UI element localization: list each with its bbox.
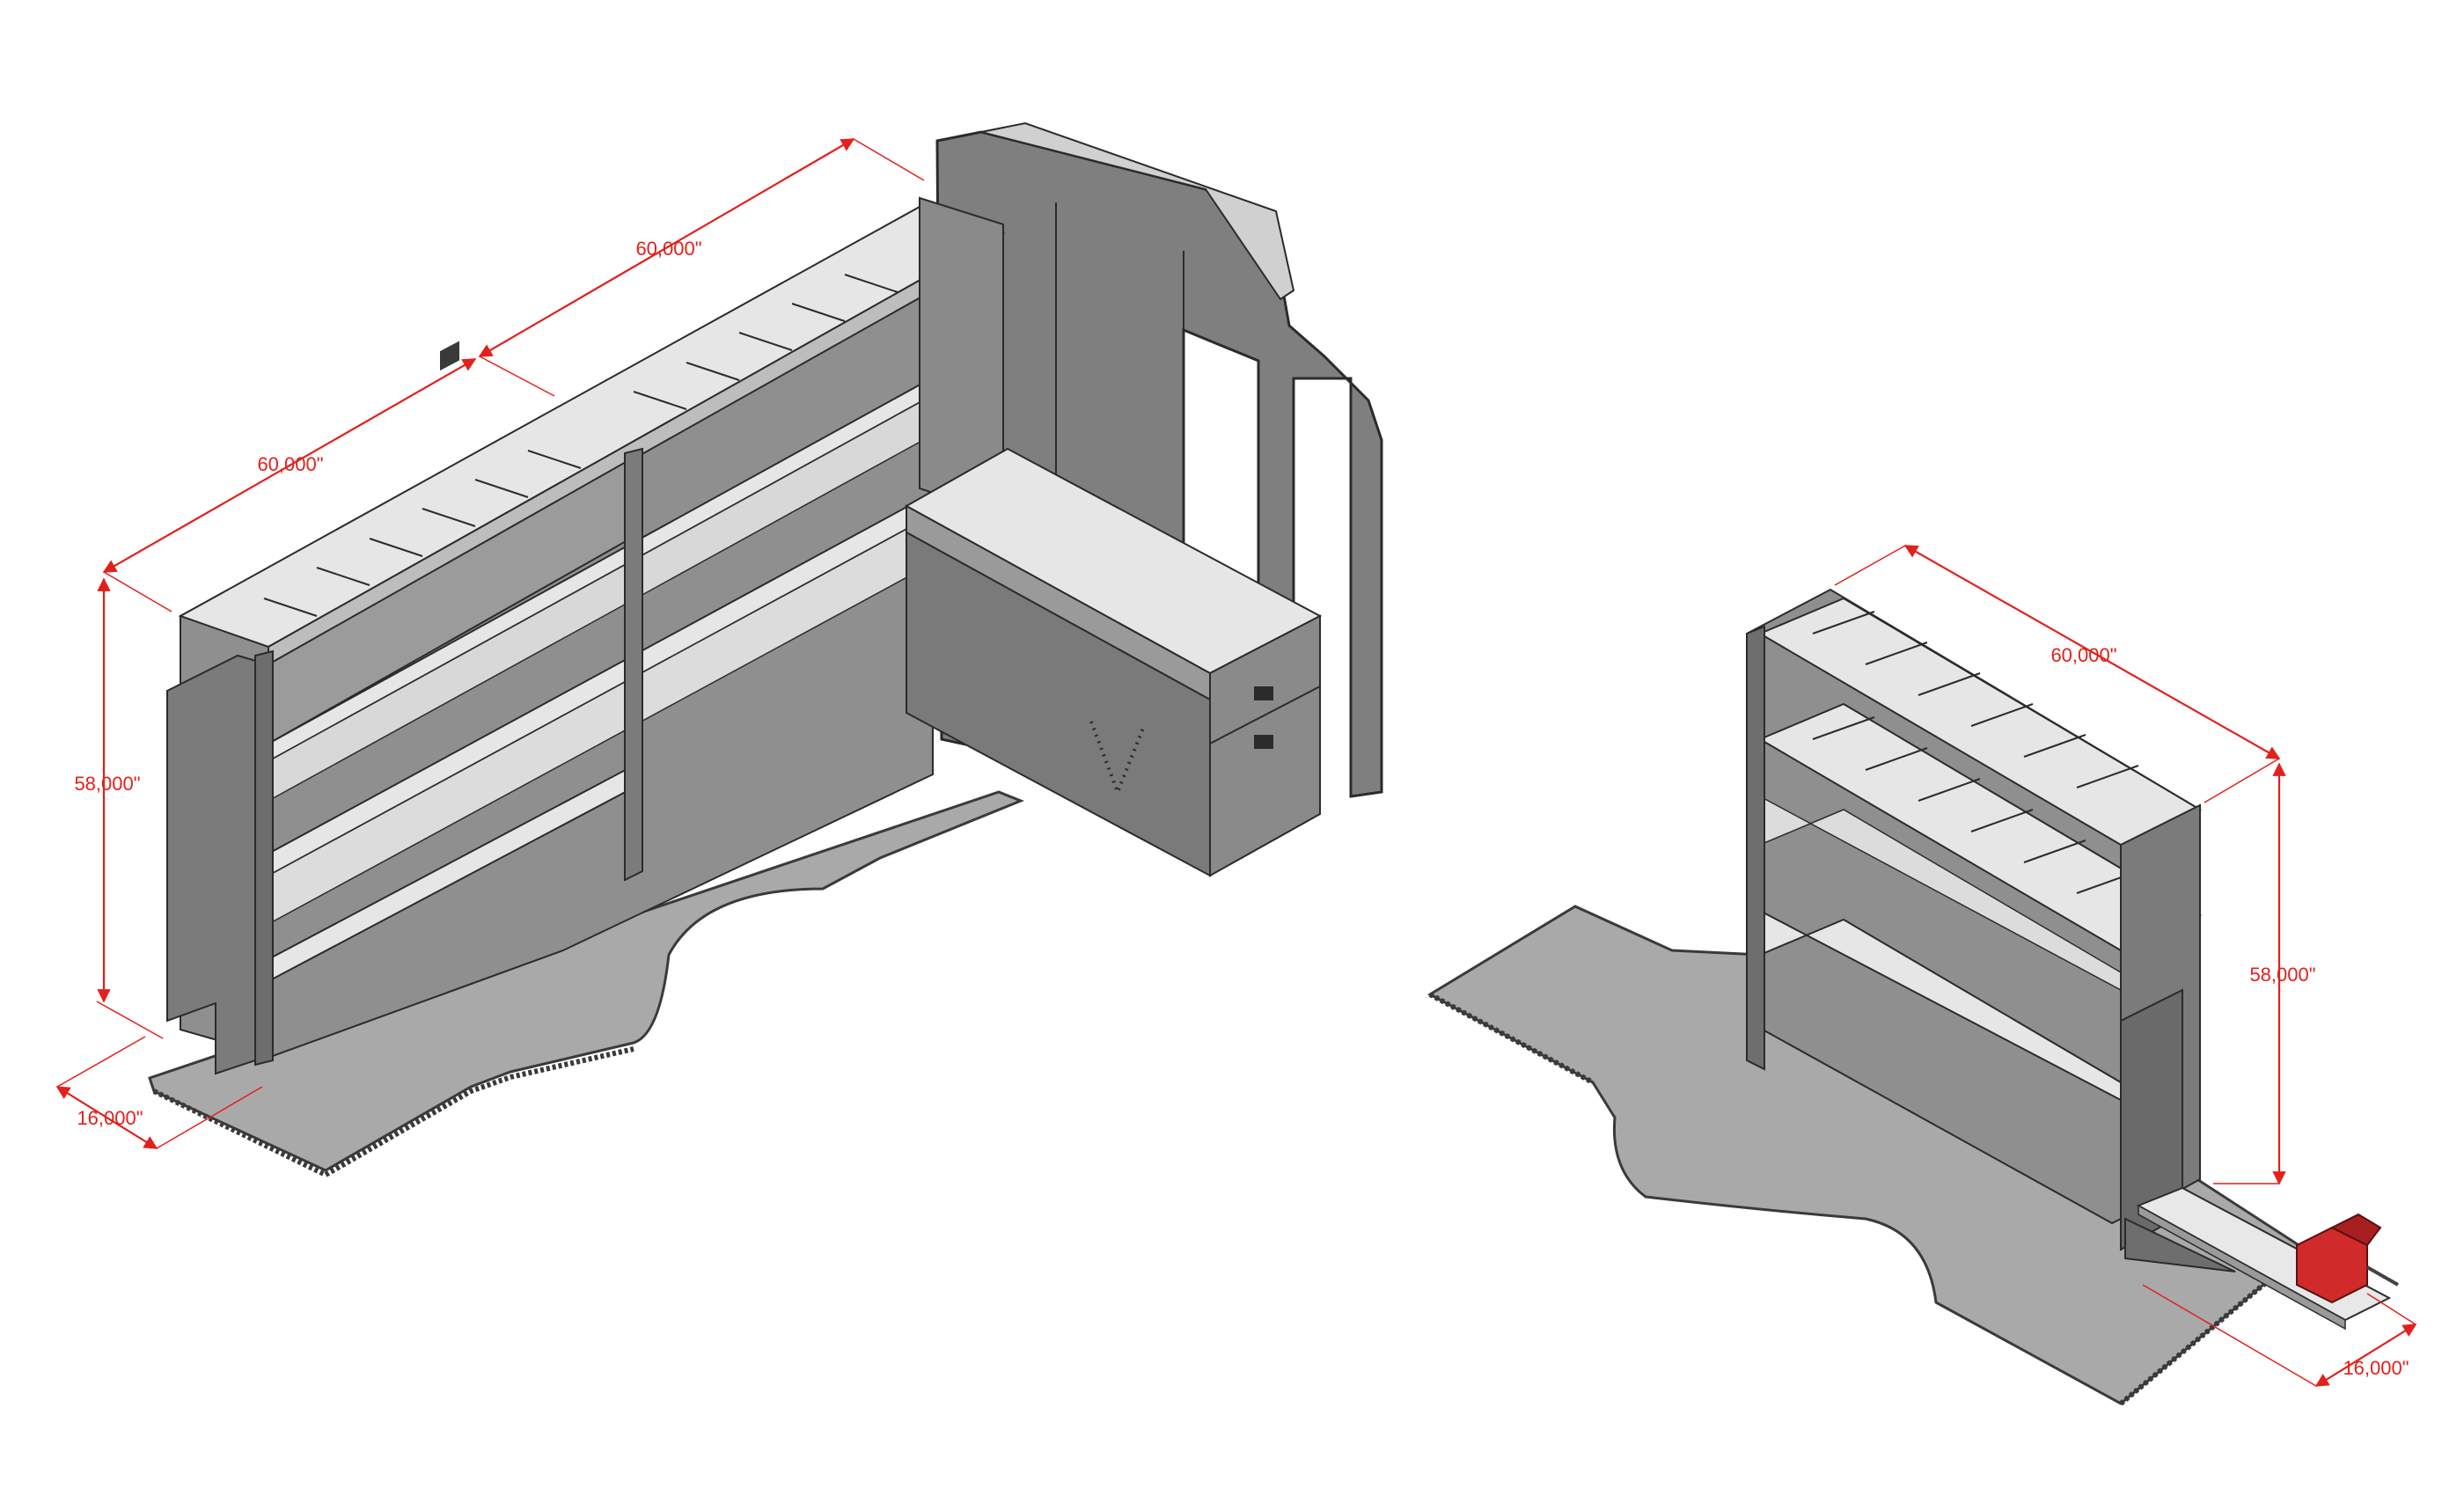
upright-front-left — [254, 649, 274, 1067]
dim-ext — [2204, 758, 2280, 803]
dim-ext — [1834, 545, 1906, 586]
dim-ext — [103, 571, 172, 612]
left-dimensions: 60,000" 60,000" 58,000" 16,000" — [55, 138, 925, 1149]
dim-line-length — [1903, 545, 2281, 759]
left-floor-plate — [148, 790, 1025, 1172]
dim-ext — [96, 1001, 164, 1039]
vise-jaw — [2329, 1213, 2382, 1247]
dim-height-label: 58,000" — [74, 773, 140, 795]
dim-length-upper-label: 60,000" — [635, 238, 701, 260]
dim-line-length-lower — [102, 358, 477, 573]
dim-height-label: 58,000" — [2249, 964, 2315, 986]
end-panel-left — [166, 654, 269, 1075]
drawer-cabinet — [904, 447, 1323, 877]
dim-ext — [56, 1036, 146, 1088]
dim-ext — [2142, 1284, 2317, 1387]
upright-middle — [624, 447, 643, 882]
left-floor — [148, 790, 1025, 1178]
dim-length-lower-label: 60,000" — [257, 453, 323, 475]
dim-line-depth — [55, 1086, 158, 1149]
dim-depth-label: 16,000" — [2343, 1357, 2409, 1379]
short-upright-left — [1746, 625, 1765, 1071]
dim-depth-label: 16,000" — [77, 1107, 143, 1129]
cabinet-drawer-split — [1209, 686, 1321, 744]
dim-ext — [479, 356, 555, 397]
right-dimensions: 60,000" 58,000" 16,000" — [1834, 545, 2417, 1387]
dim-line-depth — [2314, 1324, 2417, 1387]
cab-partition-top — [980, 121, 1295, 301]
vise — [2296, 1213, 2399, 1304]
drawer-latch — [440, 341, 459, 371]
upright-rear — [919, 196, 1004, 495]
workbench-bracket — [2124, 1217, 2236, 1272]
right-assembly: 60,000" 58,000" 16,000" — [1426, 545, 2417, 1406]
left-assembly: 60,000" 60,000" 58,000" 16,000" — [55, 121, 1383, 1178]
dim-line-length-upper — [478, 138, 855, 357]
vise-handle — [2366, 1265, 2399, 1287]
left-floor-edge — [152, 1046, 634, 1178]
fold-down-workbench — [2124, 1186, 2399, 1331]
dim-ext — [853, 138, 925, 181]
cabinet-latch-upper — [1254, 686, 1273, 700]
dim-ext — [2366, 1293, 2416, 1325]
right-floor-plate — [1426, 905, 2308, 1405]
dim-length-label: 60,000" — [2050, 644, 2116, 666]
dim-ext — [156, 1086, 263, 1149]
cabinet-latch-lower — [1254, 735, 1273, 749]
